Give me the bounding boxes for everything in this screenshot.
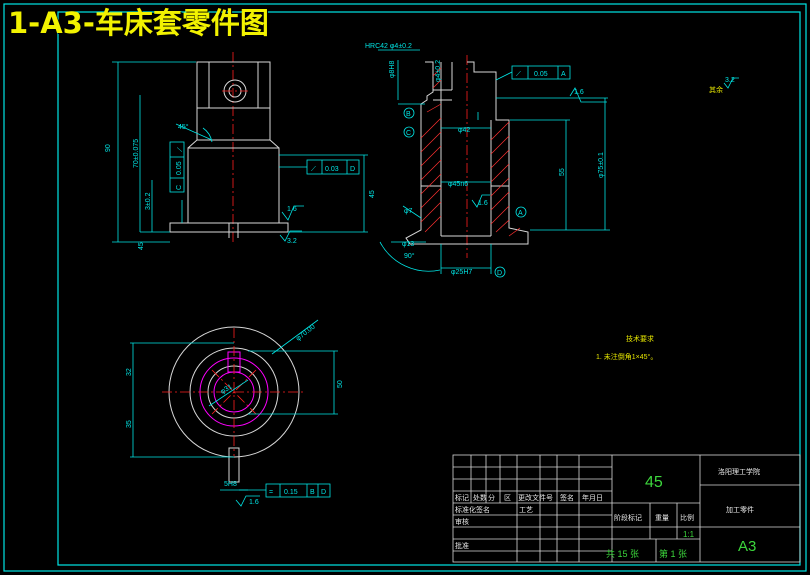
roughness-sec-1: 1.6 — [574, 89, 584, 96]
datum-a: A — [518, 210, 523, 217]
other-roughness-label: 其余 — [709, 85, 723, 94]
inner-frame — [57, 11, 801, 566]
datum-c: C — [406, 130, 411, 137]
svg-text:⟋: ⟋ — [516, 70, 521, 78]
dim-45-left: 45 — [138, 242, 145, 250]
row-label-2: 分 — [488, 493, 495, 502]
sheet-size: A3 — [738, 538, 756, 555]
page-title: 1-A3-车床套零件图 — [8, 6, 269, 40]
dim-phi42: φ42 — [458, 127, 470, 134]
section-view — [378, 49, 739, 278]
row-label-5: 签名 — [560, 493, 574, 502]
dim-35: 35 — [126, 420, 133, 428]
tol1-datum: C — [176, 185, 183, 190]
datum-b: B — [406, 111, 411, 118]
svg-text:⟋: ⟋ — [176, 147, 184, 152]
tol4-datum-2: D — [321, 489, 326, 496]
approve-row: 批准 — [455, 541, 469, 550]
title-block-text: 45 洛阳理工学院 加工零件 A3 标记 处数 分 区 更改文件号 签名 年月日… — [455, 467, 760, 559]
dim-90: 90 — [105, 144, 112, 152]
dim-phi45: φ45n6 — [448, 181, 468, 188]
title-block — [452, 454, 801, 563]
front-view-labels: 90 70±0.075 3±0.2 45 45 45° 1.6 3.2 ⟋ 0.… — [105, 123, 376, 250]
scale: 1:1 — [683, 530, 695, 539]
design-row: 标准化签名 — [455, 505, 490, 514]
row-label-4: 更改文件号 — [518, 493, 553, 502]
dim-phi75: φ75±0.1 — [598, 152, 605, 178]
roughness-sec-3: 3.2 — [725, 77, 735, 84]
svg-text:=: = — [269, 489, 273, 496]
row-label-6: 年月日 — [582, 493, 603, 502]
dim-phi7: φ7 — [404, 208, 413, 215]
callout-hrc: HRC42 φ4±0.2 — [365, 43, 412, 50]
roughness-sec-2: 1.6 — [478, 200, 488, 207]
callout-phi8: φ4±0.2 — [435, 60, 442, 82]
dim-90deg: 90° — [404, 252, 415, 260]
sheet-no: 第 1 张 — [659, 548, 687, 559]
chamfer-label: 45° — [178, 123, 189, 131]
dim-phi70: φ70.00 — [295, 323, 317, 342]
material: 45 — [645, 474, 663, 491]
tol2-datum: D — [350, 166, 355, 173]
stage-label-0: 阶段标记 — [614, 513, 642, 522]
svg-text:⟋: ⟋ — [311, 165, 316, 173]
notes-heading: 技术要求 — [626, 334, 654, 343]
section-view-labels: HRC42 φ4±0.2 φ8H8 φ4±0.2 φ42 φ45n6 φ7 φ1… — [365, 43, 735, 277]
stage-label-1: 重量 — [655, 514, 669, 522]
technical-notes: 技术要求 1. 未注倒角1×45°。 — [596, 334, 657, 361]
dim-32: 32 — [126, 368, 133, 376]
part-name: 加工零件 — [726, 505, 754, 514]
stage-label-2: 比例 — [680, 513, 694, 522]
process-row: 工艺 — [519, 506, 533, 514]
roughness-front-1: 1.6 — [287, 206, 297, 213]
dim-3: 3±0.2 — [145, 192, 152, 210]
top-view — [130, 319, 338, 507]
roughness-top: 1.6 — [249, 499, 259, 506]
tol3-value: 0.05 — [534, 71, 548, 78]
slot-width: 5H8 — [224, 481, 237, 488]
tol3-datum: A — [561, 71, 566, 78]
dim-45-right: 45 — [369, 190, 376, 198]
dim-55: 55 — [559, 168, 566, 176]
tol4-datum-1: B — [310, 489, 315, 496]
row-label-0: 标记 — [455, 493, 469, 502]
tol1-value: 0.05 — [176, 161, 183, 175]
tol2-value: 0.03 — [325, 166, 339, 173]
outer-frame — [3, 3, 807, 572]
dim-50: 50 — [337, 380, 344, 388]
row-label-1: 处数 — [473, 493, 487, 502]
notes-item: 1. 未注倒角1×45°。 — [596, 352, 657, 361]
front-view — [112, 52, 368, 243]
dim-phi13: φ13 — [402, 241, 414, 248]
review-row: 审核 — [455, 517, 469, 526]
section-hatching — [420, 67, 521, 237]
callout-hole: φ8H8 — [389, 61, 396, 78]
datum-d: D — [497, 270, 502, 277]
school: 洛阳理工学院 — [718, 467, 760, 476]
row-label-3: 区 — [504, 494, 511, 502]
roughness-front-2: 3.2 — [287, 238, 297, 245]
dim-phi25: φ25H7 — [451, 269, 472, 276]
sheets: 共 15 张 — [606, 549, 639, 559]
tol4-value: 0.15 — [284, 489, 298, 496]
dim-70: 70±0.075 — [133, 139, 140, 168]
